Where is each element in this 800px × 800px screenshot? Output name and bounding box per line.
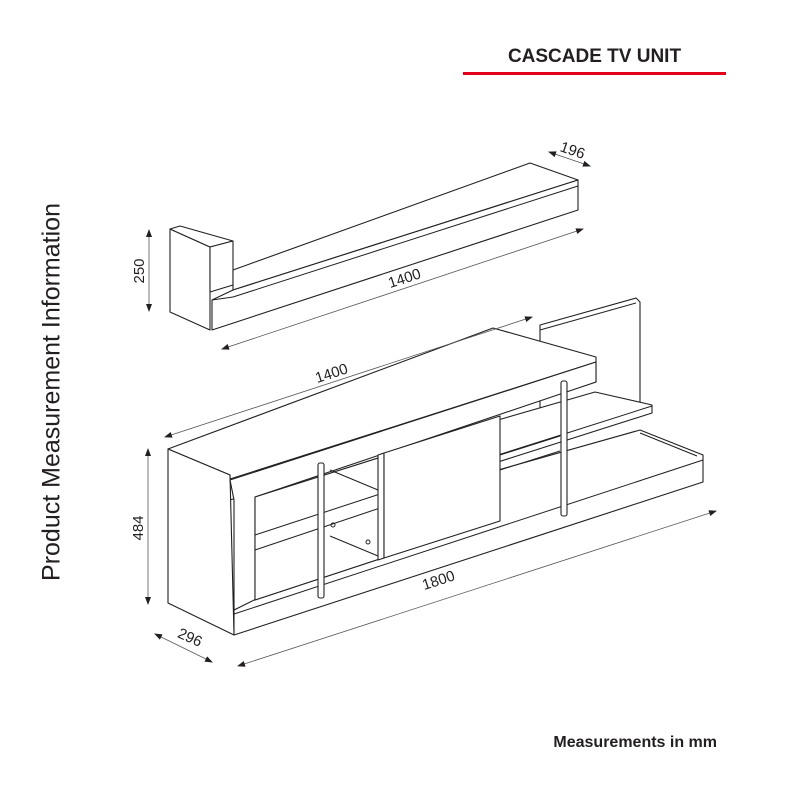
wall-shelf — [169, 162, 579, 331]
title-underline — [463, 72, 726, 75]
dimension-line — [237, 510, 717, 667]
leg — [560, 380, 568, 517]
dim-shelf-height: 250 — [131, 258, 148, 283]
dimension-line — [154, 633, 213, 663]
dim-unit-height: 484 — [130, 515, 147, 540]
dimension-line — [548, 151, 591, 167]
product-title: CASCADE TV UNIT — [507, 46, 682, 67]
dim-unit-depth: 296 — [175, 625, 205, 651]
leg — [317, 462, 325, 599]
units-note: Measurements in mm — [553, 734, 717, 751]
dimension-line — [164, 316, 533, 438]
dim-shelf-depth: 196 — [558, 139, 587, 163]
